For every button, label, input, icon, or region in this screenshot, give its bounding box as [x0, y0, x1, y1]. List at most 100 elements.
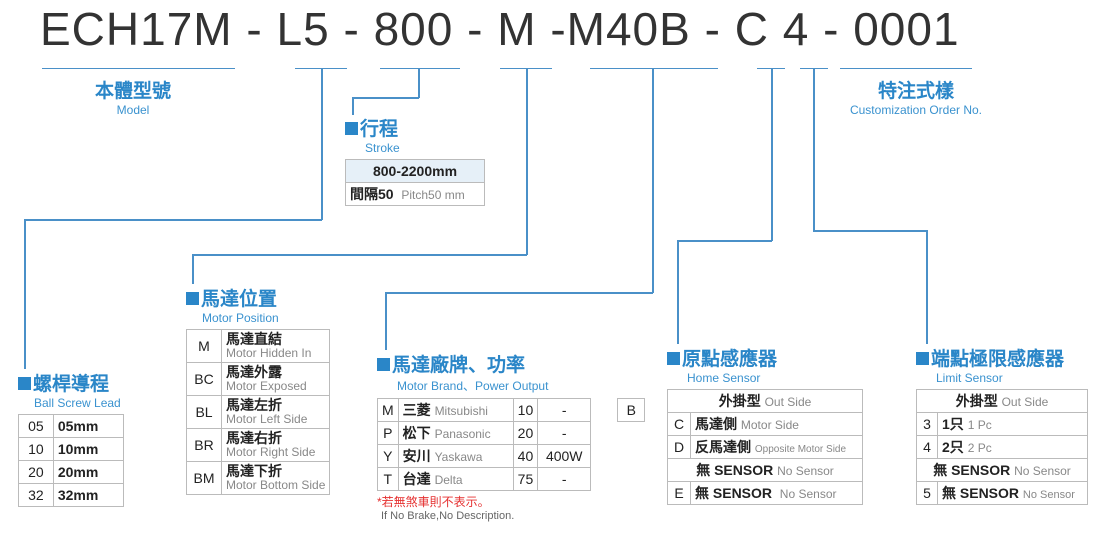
lead-value: 32mm — [52, 483, 125, 507]
code-sep: - — [704, 3, 721, 55]
code-sep: - — [246, 3, 263, 55]
custom-order-title: 特注式樣 — [877, 81, 954, 102]
table-row: 外掛型 Out Side — [916, 389, 1088, 413]
connector-limit — [813, 230, 927, 232]
connector-position — [192, 254, 527, 256]
limit-sensor-subtitle: Limit Sensor — [936, 371, 1003, 385]
position-cn: 馬達外露 — [226, 364, 282, 380]
position-en: Motor Right Side — [226, 445, 316, 459]
motor-size: 20 — [512, 421, 539, 445]
motor-gap — [590, 398, 619, 422]
code-stroke: 800 — [373, 3, 454, 55]
code-home: C — [734, 3, 769, 55]
limit-en: 2 Pc — [967, 441, 992, 455]
stroke-subtitle: Stroke — [365, 141, 400, 155]
stroke-table: 800-2200mm 間隔50 Pitch50 mm — [345, 159, 485, 206]
home-cn: 反馬達側 — [695, 439, 751, 455]
underline-home — [757, 68, 785, 69]
lead-title: 螺桿導程 — [33, 374, 110, 395]
motor-brand-en: Panasonic — [434, 427, 491, 441]
connector-position — [192, 254, 194, 284]
position-cn: 馬達左折 — [226, 397, 282, 413]
position-cn: 馬達直結 — [226, 331, 282, 347]
position-code: BC — [186, 362, 222, 396]
limit-cn: 無 SENSOR — [942, 485, 1020, 501]
home-header-cn: 外掛型 — [718, 393, 761, 409]
code-sep: - — [343, 3, 360, 55]
motor-code: T — [377, 467, 399, 491]
model-subtitle: Model — [116, 103, 150, 117]
square-bullet-icon — [186, 292, 199, 305]
motor-brand-cn: 安川 — [402, 448, 431, 464]
position-en: Motor Hidden In — [226, 346, 312, 360]
position-cn: 馬達右折 — [226, 430, 282, 446]
connector-motor — [385, 292, 653, 294]
connector-position — [526, 69, 528, 255]
code-limit: 4 — [782, 3, 810, 55]
home-nosensor-cn: 無 SENSOR — [696, 462, 774, 478]
home-cn: 馬達側 — [695, 416, 737, 432]
position-code: BR — [186, 428, 222, 462]
limit-code: 4 — [916, 435, 938, 459]
code-position: M — [497, 3, 537, 55]
table-row: 無 SENSOR No Sensor — [667, 458, 863, 482]
underline-limit — [800, 68, 828, 69]
home-en: No Sensor — [779, 487, 837, 501]
home-code: C — [667, 412, 691, 436]
custom-order-label: 特注式樣 Customization Order No. — [836, 76, 996, 117]
underline-position — [500, 68, 552, 69]
home-nosensor-en: No Sensor — [777, 464, 834, 478]
connector-stroke — [352, 97, 419, 99]
connector-home — [677, 240, 772, 242]
motor-brand-cn: 三菱 — [402, 402, 431, 418]
home-sensor-subtitle: Home Sensor — [687, 371, 761, 385]
square-bullet-icon — [377, 358, 390, 371]
connector-lead — [321, 69, 323, 220]
motor-code: M — [377, 398, 399, 422]
motor-note-en: If No Brake,No Description. — [381, 510, 515, 522]
limit-header-cn: 外掛型 — [955, 393, 998, 409]
limit-header-en: Out Side — [1001, 395, 1049, 409]
code-motor: M40B — [566, 3, 691, 55]
motor-brake: B — [617, 398, 646, 422]
table-row: 外掛型 Out Side — [667, 389, 863, 413]
motor-power: - — [537, 398, 592, 422]
stroke-pitch-en: Pitch50 mm — [401, 188, 465, 202]
limit-en: 1 Pc — [967, 418, 992, 432]
limit-en: No Sensor — [1022, 489, 1075, 501]
underline-stroke — [380, 68, 460, 69]
limit-nosensor-en: No Sensor — [1014, 464, 1071, 478]
connector-limit — [926, 230, 928, 344]
square-bullet-icon — [667, 352, 680, 365]
motor-brand-cn: 台達 — [402, 471, 431, 487]
position-code: BM — [186, 461, 222, 495]
motor-power: - — [537, 467, 592, 491]
connector-limit — [813, 69, 815, 231]
limit-nosensor-cn: 無 SENSOR — [933, 462, 1011, 478]
motor-brand-en: Yaskawa — [434, 450, 483, 464]
lead-code: 10 — [18, 437, 54, 461]
code-lead: L5 — [276, 3, 330, 55]
lead-code: 20 — [18, 460, 54, 484]
connector-home — [771, 69, 773, 241]
